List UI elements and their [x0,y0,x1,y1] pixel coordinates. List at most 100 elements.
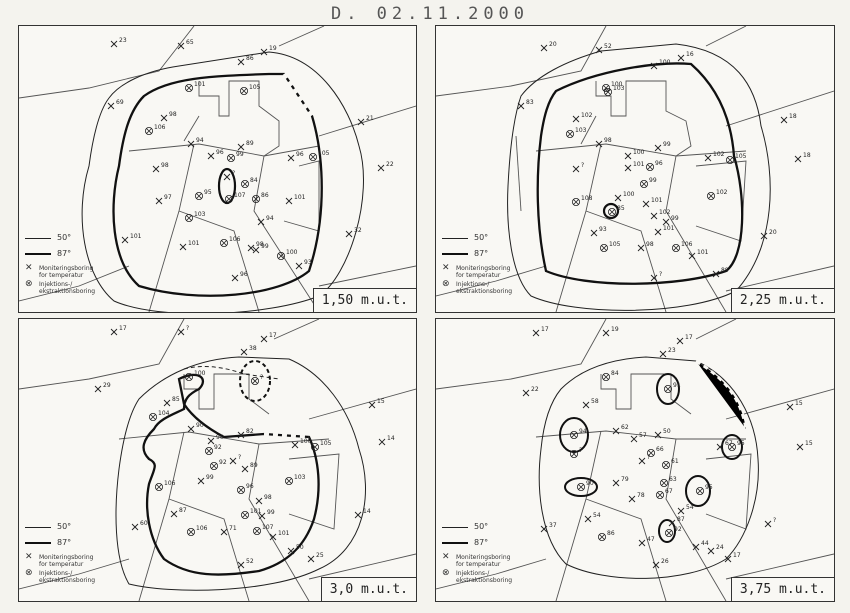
temperature-value-label: 84 [611,370,619,377]
monitoring-well-marker: 101 [285,194,306,205]
injection-well-marker: 106 [154,480,176,491]
figure-title: D. 02.11.2000 [330,4,530,24]
cross-icon [237,143,245,151]
temperature-value-label: 58 [591,398,599,405]
temperature-value-label: 66 [656,446,664,453]
crossed-circle-icon [706,191,715,200]
cross-icon [237,561,245,569]
temperature-value-label: 82 [246,428,254,435]
crossed-circle-icon [240,510,249,519]
crossed-circle-icon [671,243,680,252]
cross-icon [207,152,215,160]
temperature-value-label: 19 [269,45,277,52]
monitoring-well-marker: ? [229,454,241,465]
cross-icon [378,438,386,446]
injection-well-marker: 67 [655,488,673,499]
temperature-value-label: 105 [249,84,261,91]
injection-well-marker: 103 [565,127,587,139]
crossed-circle-icon [284,476,293,485]
temperature-value-label: 100 [633,149,645,156]
temperature-value-label: 103 [575,127,587,134]
crossed-circle-icon [219,238,228,247]
cross-icon [285,197,293,205]
temperature-value-label: 98 [256,241,264,248]
monitoring-well-marker: 101 [654,225,675,236]
temperature-value-label: 25 [316,552,324,559]
temperature-value-label: 96 [655,160,663,167]
temperature-value-label: 99 [267,509,275,516]
monitoring-well-marker: 98 [152,162,169,173]
monitoring-well-marker: 17 [532,326,549,337]
temperature-value-label: 79 [621,476,629,483]
monitoring-well-marker: 17 [724,552,741,563]
legend-monitor-label: Moniteringsboring for temperatur [456,554,511,568]
legend-thin-line [25,238,51,239]
temperature-value-label: 95 [737,440,745,447]
injection-well-marker: ? [569,447,582,458]
cross-icon [345,230,353,238]
injection-well-marker: 85 [607,205,625,216]
monitoring-well-marker: 96 [231,271,248,282]
crossed-circle-icon [569,449,578,458]
monitoring-well-marker: 20 [760,229,777,240]
crossed-circle-icon [645,162,654,171]
temperature-value-label: 103 [194,211,206,218]
monitoring-well-marker: 98 [255,494,272,505]
temperature-value-label: 101 [250,508,262,515]
monitoring-well-marker: ? [638,454,650,465]
cross-icon [287,547,295,555]
cross-icon [247,244,255,252]
temperature-value-label: 90 [216,434,224,441]
injection-well-marker: 108 [571,195,593,206]
monitoring-well-marker: 60 [131,520,148,531]
temperature-value-label: 54 [593,512,601,519]
legend-thin-value: 50° [57,233,72,242]
temperature-value-label: ? [647,454,650,461]
temperature-value-label: 38 [249,345,257,352]
cross-icon [197,477,205,485]
temperature-value-label: 98 [646,241,654,248]
cross-icon [668,519,676,527]
monitoring-well-marker: 50 [287,544,304,555]
injection-well-marker: 92 [204,444,222,455]
cross-icon [532,329,540,337]
crossed-circle-icon [308,153,317,162]
monitoring-well-marker: 93 [590,226,607,237]
temperature-value-label: 83 [526,99,534,106]
temperature-value-label: 100 [286,249,298,256]
crossed-circle-icon [664,528,673,537]
cross-icon: ✕ [25,552,33,562]
monitoring-well-marker: 100 [614,191,635,202]
depth-label: 1,50 m.u.t. [312,288,416,312]
temperature-value-label: 106 [154,124,166,131]
temperature-value-label: 98 [604,137,612,144]
temperature-value-label: 98 [169,111,177,118]
injection-well-marker: 96 [236,483,254,494]
injection-well-marker: 99 [639,177,657,188]
cross-icon [637,244,645,252]
injection-well-marker: 107 [224,192,246,203]
monitoring-well-marker: 94 [187,137,204,148]
temperature-value-label: 26 [661,558,669,565]
monitoring-well-marker: 18 [794,152,811,163]
temperature-value-label: 22 [386,161,394,168]
crossed-circle-icon [569,431,578,440]
temperature-value-label: 32 [354,227,362,234]
cross-icon [628,495,636,503]
cross-icon [595,140,603,148]
monitoring-well-marker: 54 [584,512,601,523]
temperature-value-label: 16 [686,51,694,58]
temperature-value-label: 15 [805,440,813,447]
monitoring-well-marker: 15 [368,398,385,409]
legend-injection-label: Injektions-/ ekstraktionsboring [456,281,513,295]
temperature-value-label: 101 [697,249,709,256]
monitoring-well-marker: 101 [179,240,200,251]
legend-thin-line [442,527,468,528]
crossed-circle-icon: ⊗ [442,279,450,289]
cross-icon [707,547,715,555]
cross-icon [170,510,178,518]
crossed-circle-icon [239,87,248,96]
cross-icon [638,539,646,547]
temperature-value-label: 99 [206,474,214,481]
